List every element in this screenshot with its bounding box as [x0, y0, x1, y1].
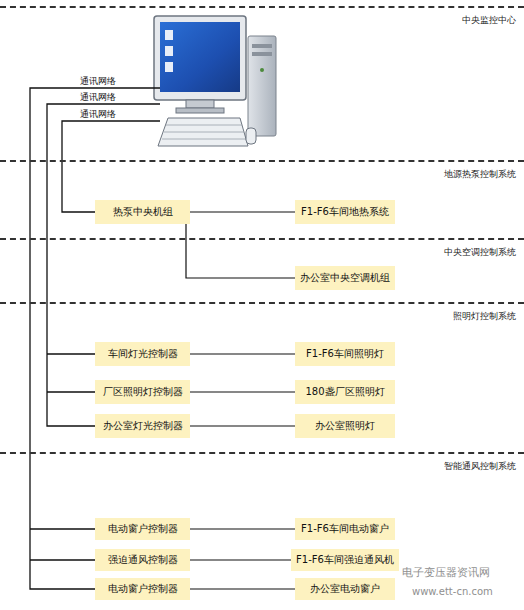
box-label: 厂区照明灯控制器 [103, 385, 183, 399]
network-label: 通讯网络 [80, 109, 116, 120]
network-label: 通讯网络 [80, 76, 116, 87]
box-label: F1-F6车间电动窗户 [301, 522, 389, 536]
system-band: 地源热泵控制系统热泵中央机组 F1-F6车间地热系统 [0, 160, 524, 238]
network-wire [47, 104, 160, 426]
process-box: 办公室中央空调机组 [295, 266, 395, 290]
network-wires [30, 88, 160, 589]
network-wire [62, 121, 160, 212]
section-title: 地源热泵控制系统 [444, 168, 516, 181]
box-label: F1-F6车间地热系统 [301, 205, 389, 219]
box-label: 车间灯光控制器 [108, 347, 178, 361]
box-label: F1-F6车间强迫通风机 [296, 553, 394, 567]
connector [190, 588, 295, 589]
box-label: 热泵中央机组 [113, 205, 173, 219]
connector [190, 528, 295, 529]
connector [190, 211, 295, 212]
connector [190, 391, 295, 392]
process-box: 办公室灯光控制器 [95, 414, 190, 438]
section-title: 智能通风控制系统 [444, 460, 516, 473]
connector [190, 425, 295, 426]
process-box: 强迫通风控制器 [95, 549, 190, 571]
connector [190, 559, 291, 560]
process-box: 办公室照明灯 [295, 414, 395, 438]
box-label: 180盏厂区照明灯 [305, 385, 384, 399]
box-label: 办公室灯光控制器 [103, 419, 183, 433]
process-box: 电动窗户控制器 [95, 578, 190, 600]
process-box: F1-F6车间照明灯 [295, 342, 395, 366]
process-box: 厂区照明灯控制器 [95, 380, 190, 404]
box-label: 强迫通风控制器 [108, 553, 178, 567]
process-box: F1-F6车间电动窗户 [295, 518, 395, 540]
connector [190, 353, 295, 354]
process-box: F1-F6车间地热系统 [295, 200, 395, 224]
network-wire [30, 88, 160, 589]
process-box: 办公室电动窗户 [295, 578, 395, 600]
box-label: F1-F6车间照明灯 [306, 347, 384, 361]
process-box: 电动窗户控制器 [95, 518, 190, 540]
process-box: 180盏厂区照明灯 [295, 380, 395, 404]
process-box: F1-F6车间强迫通风机 [291, 549, 399, 571]
watermark: www.ett-cn.com [412, 586, 493, 598]
box-label: 电动窗户控制器 [108, 522, 178, 536]
network-label: 通讯网络 [80, 92, 116, 103]
box-label: 办公室中央空调机组 [300, 271, 390, 285]
system-band: 照明灯控制系统车间灯光控制器 F1-F6车间照明灯厂区照明灯控制器 180盏厂区照明… [0, 302, 524, 452]
process-box: 车间灯光控制器 [95, 342, 190, 366]
box-label: 办公室电动窗户 [310, 582, 380, 596]
section-title: 照明灯控制系统 [453, 310, 516, 323]
computer-illustration [154, 16, 276, 146]
box-label: 办公室照明灯 [315, 419, 375, 433]
section-title: 中央监控中心 [462, 14, 516, 27]
connector [186, 224, 295, 278]
process-box: 热泵中央机组 [95, 200, 190, 224]
box-label: 电动窗户控制器 [108, 582, 178, 596]
watermark: 电子变压器资讯网 [402, 566, 490, 579]
section-title: 中央空调控制系统 [444, 246, 516, 259]
system-band: 中央空调控制系统办公室中央空调机组 [0, 238, 524, 302]
system-band: 中央监控中心 [0, 6, 524, 160]
